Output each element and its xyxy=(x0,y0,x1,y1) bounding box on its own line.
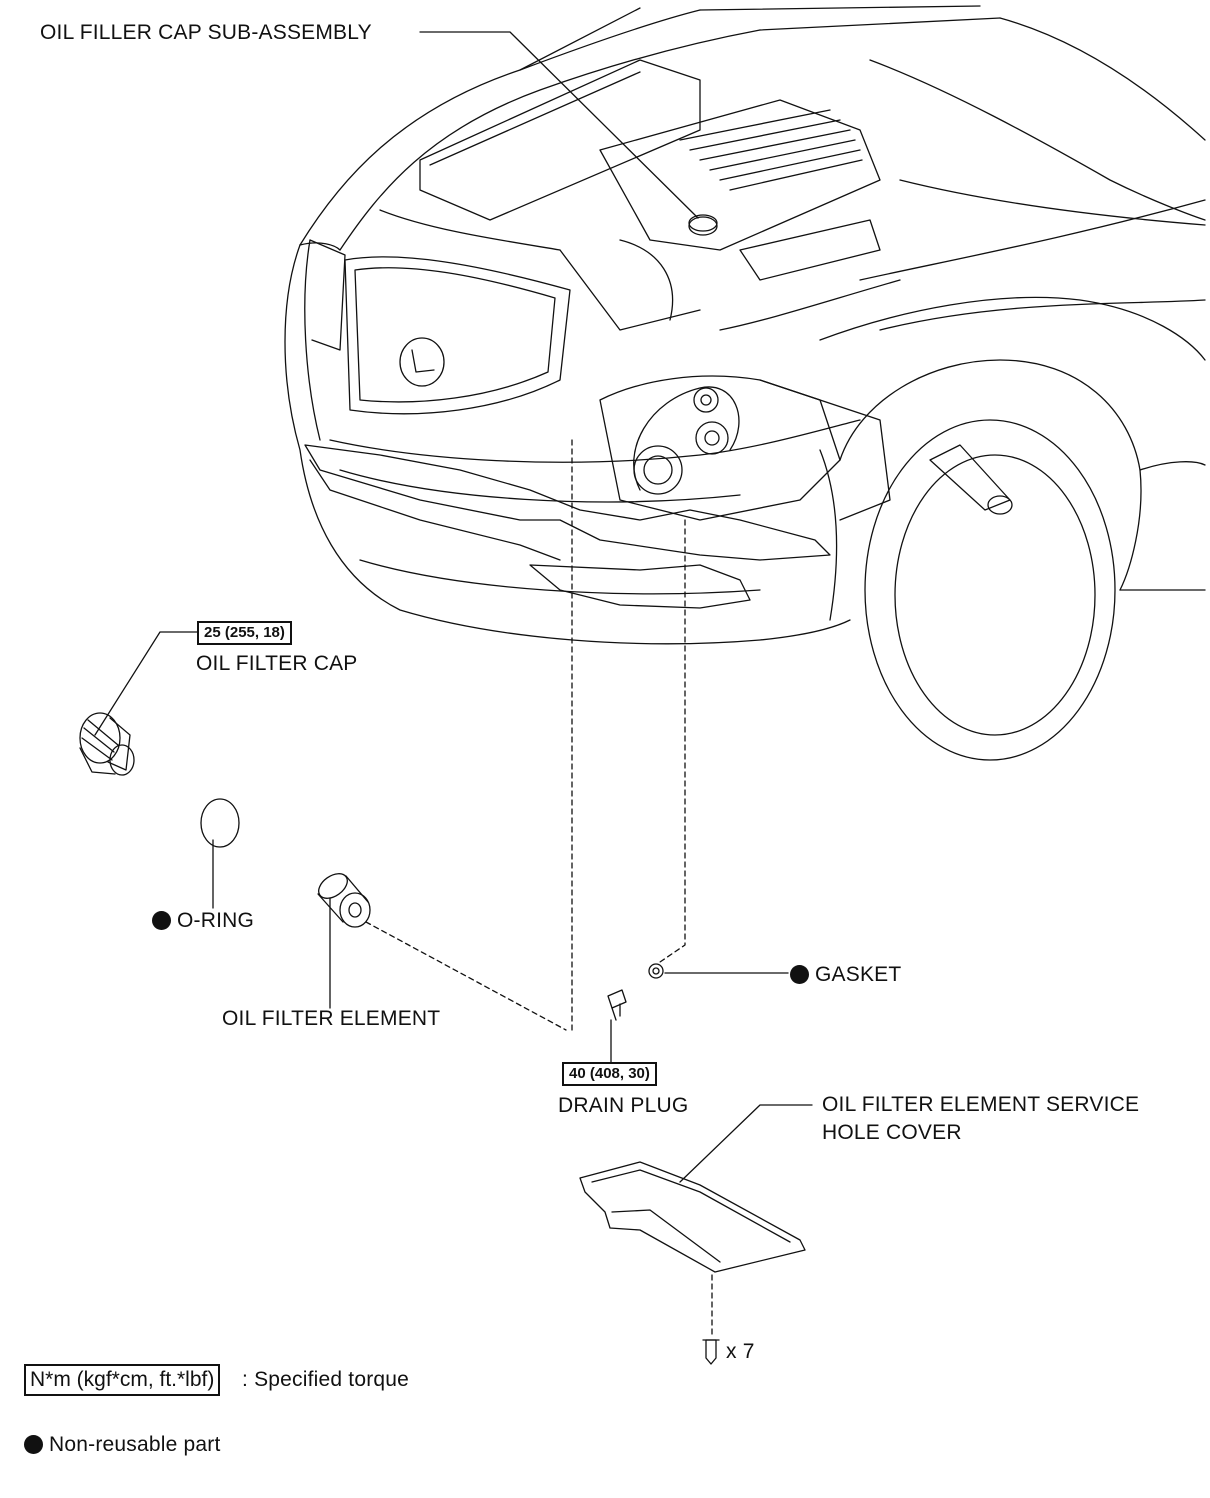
oil-filter-cap-torque: 25 (255, 18) xyxy=(197,621,292,645)
service-hole-cover-label-line2: HOLE COVER xyxy=(822,1121,962,1144)
torque-legend-box: N*m (kgf*cm, ft.*lbf) xyxy=(24,1364,221,1396)
non-reusable-marker xyxy=(24,1435,43,1454)
drain-plug-part xyxy=(607,989,627,1021)
bolt-count-label: x 7 xyxy=(726,1340,755,1363)
non-reusable-marker xyxy=(152,911,171,930)
leader-lines xyxy=(94,31,813,1336)
service-hole-cover-part xyxy=(579,1161,806,1273)
vehicle-front-illustration xyxy=(284,5,1206,1031)
oil-filter-element-label: OIL FILTER ELEMENT xyxy=(222,1007,441,1030)
o-ring-part xyxy=(200,798,240,848)
gasket-part xyxy=(648,963,664,979)
gasket-label: GASKET xyxy=(790,962,901,988)
service-hole-cover-label-line1: OIL FILTER ELEMENT SERVICE xyxy=(822,1093,1140,1116)
oil-filter-element-part xyxy=(317,873,371,928)
oil-filter-cap-part xyxy=(79,712,135,776)
oil-filter-cap-label: OIL FILTER CAP xyxy=(196,652,358,675)
drain-plug-label: DRAIN PLUG xyxy=(558,1094,689,1117)
torque-legend-text: : Specified torque xyxy=(242,1368,410,1391)
bolt-part xyxy=(702,1339,720,1365)
oil-filler-cap-label: OIL FILLER CAP SUB-ASSEMBLY xyxy=(40,21,372,44)
o-ring-label: O-RING xyxy=(152,908,254,934)
drain-plug-torque: 40 (408, 30) xyxy=(562,1062,657,1086)
non-reusable-legend: Non-reusable part xyxy=(24,1432,221,1458)
non-reusable-marker xyxy=(790,965,809,984)
